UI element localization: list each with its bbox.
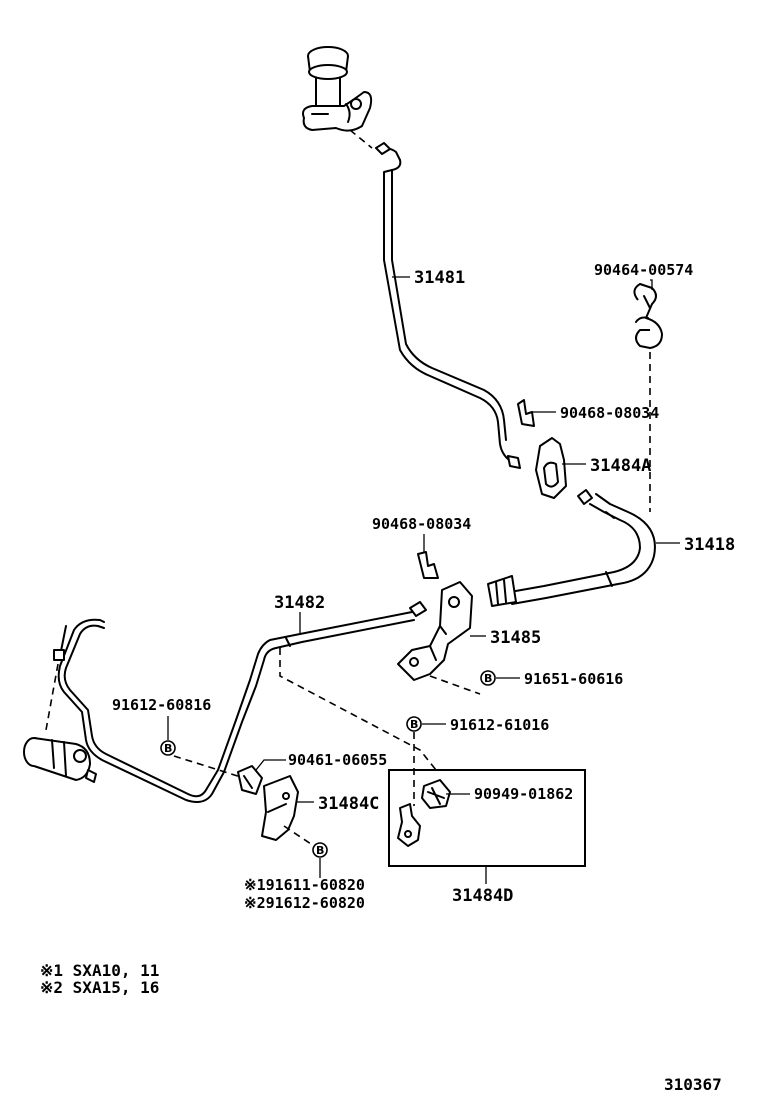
bolt-marker-91612-61016-label: B [410,718,418,731]
leader-31482-dash [279,648,437,771]
clip-90464 [633,283,663,349]
bracket-31484D [397,803,421,847]
bolt-marker-91612-61016 [406,716,422,732]
leader-91651-dash [429,675,481,695]
clip-90949 [421,779,451,809]
label-alt-2: ※291612-60820 [244,894,365,912]
leader-90461 [255,759,286,771]
label-31484C: 31484C [318,794,379,814]
leader-master-cylinder [349,129,373,149]
clip-90468-upper [517,399,535,427]
diagram-code: 310367 [664,1075,722,1094]
label-31418: 31418 [684,535,735,555]
label-91612-60816: 91612-60816 [112,696,211,714]
hose-31418 [487,489,656,607]
clip-90468-lower [417,551,439,579]
pipe-release [53,618,243,803]
master-cylinder [302,46,373,132]
pipe-31482 [235,601,427,723]
label-91651: 91651-60616 [524,670,623,688]
pipe-31481 [375,142,521,469]
bolt-marker-91612-60816 [160,740,176,756]
bolt-marker-alt-label: B [316,844,324,857]
leader-91612-60816-dash [173,755,245,779]
label-31484D: 31484D [452,886,513,906]
label-31482: 31482 [274,593,325,613]
label-91612-61016: 91612-61016 [450,716,549,734]
label-31485: 31485 [490,628,541,648]
bolt-marker-91612-60816-label: B [164,742,172,755]
note-1: ※1 SXA10, 11 [40,961,159,980]
note-2: ※2 SXA15, 16 [40,978,159,997]
label-90464: 90464-00574 [594,261,693,279]
label-90949: 90949-01862 [474,785,573,803]
bracket-31484C [261,775,299,841]
box-31484D [388,769,586,867]
clamp-90461 [237,765,263,795]
leader-31484C-dash [283,825,315,847]
bolt-marker-91651 [480,670,496,686]
label-90468-lower: 90468-08034 [372,515,471,533]
label-90461: 90461-06055 [288,751,387,769]
bracket-31484A [535,437,567,499]
leader-release-dash [45,663,59,731]
label-alt-1: ※191611-60820 [244,876,365,894]
label-31484A: 31484A [590,456,651,476]
bracket-31485 [397,581,473,681]
label-31481: 31481 [414,268,465,288]
bolt-marker-91651-label: B [484,672,492,685]
bolt-marker-alt [312,842,328,858]
release-cylinder [23,737,97,783]
leader-90464 [650,279,653,290]
label-90468-upper: 90468-08034 [560,404,659,422]
